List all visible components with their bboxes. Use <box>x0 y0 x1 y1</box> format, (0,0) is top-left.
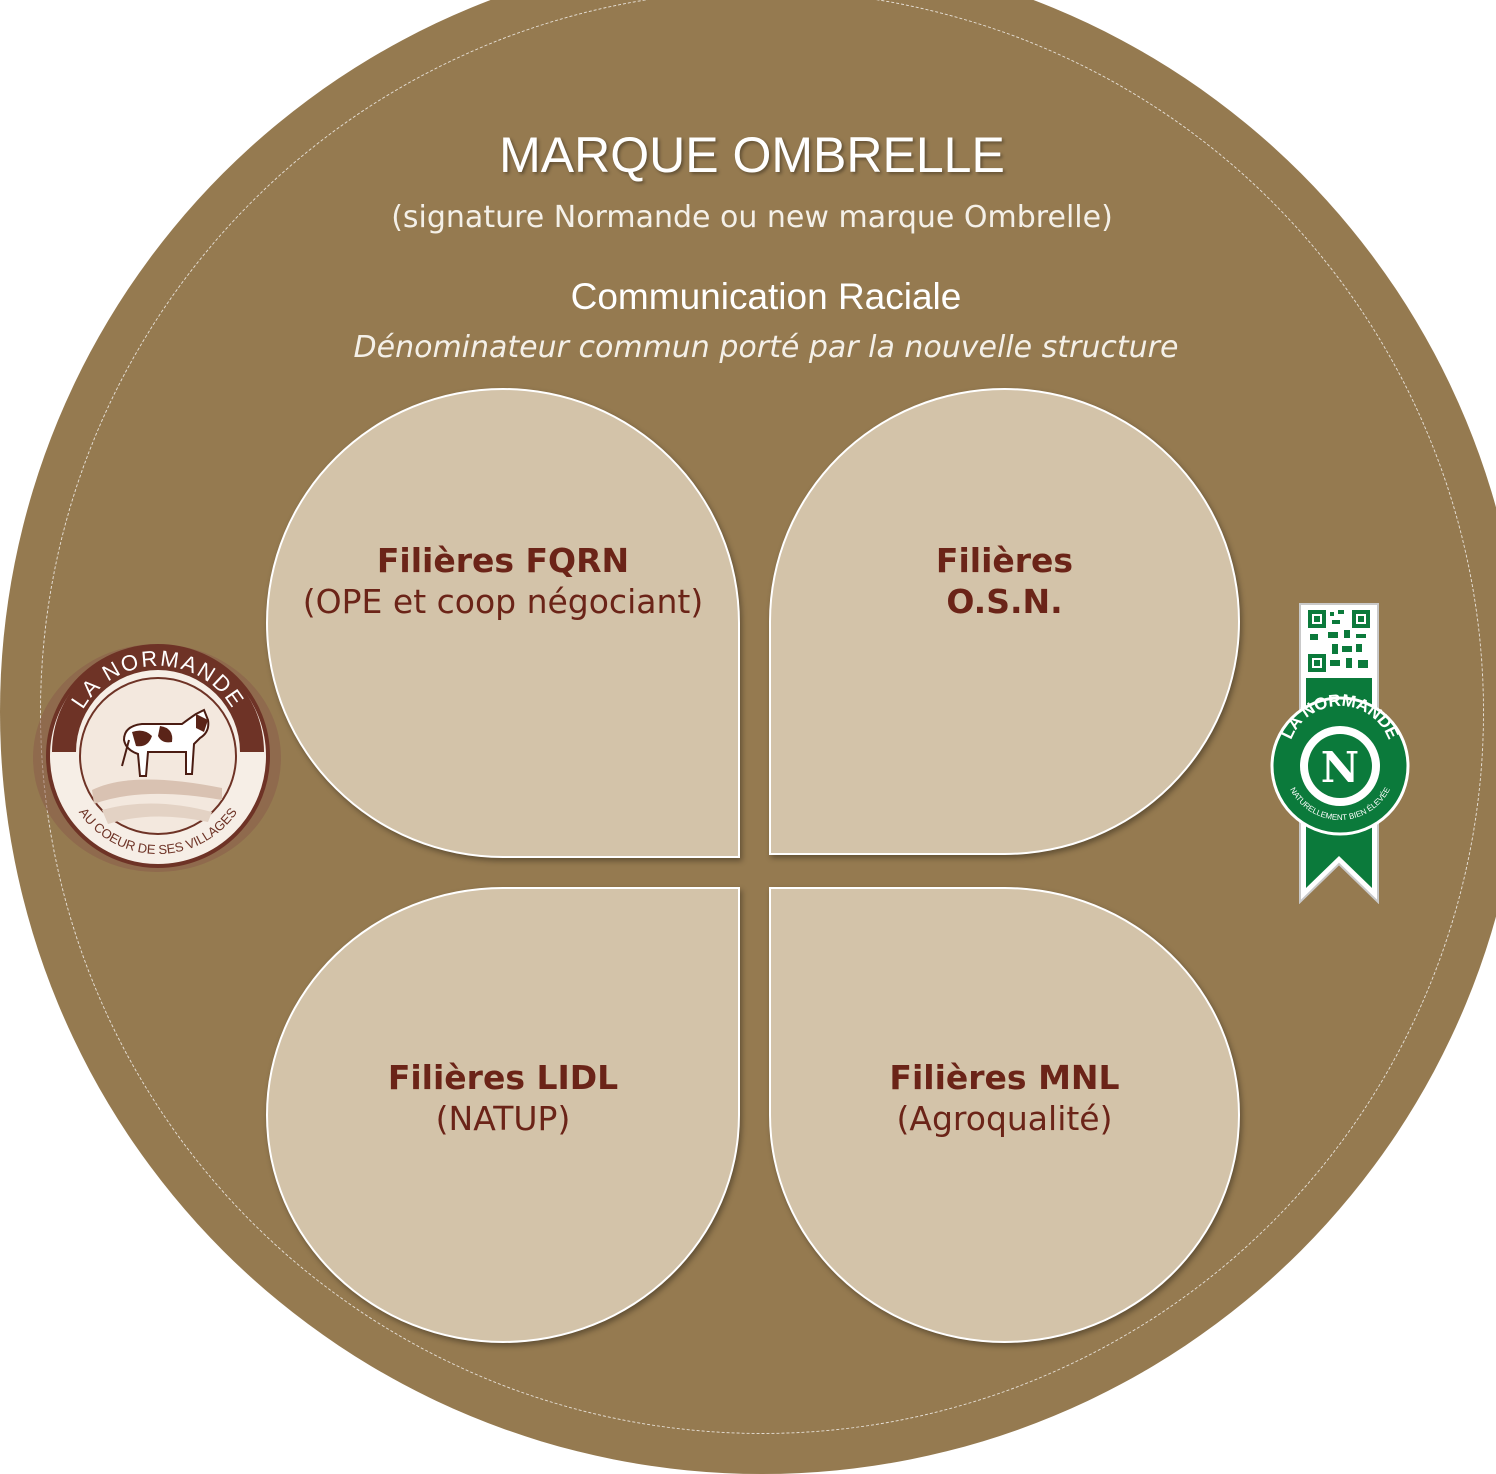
petal-lidl-title: Filières LIDL <box>387 1058 619 1097</box>
page-subtitle: (signature Normande ou new marque Ombrel… <box>391 200 1113 235</box>
petal-fqrn: Filières FQRN (OPE et coop négociant) <box>266 388 740 858</box>
petal-osn-title-line1: Filières <box>935 541 1074 580</box>
right-logo-letter: N <box>1321 743 1359 792</box>
petal-osn-title-line2: O.S.N. <box>946 582 1063 622</box>
section-subtitle: Dénominateur commun porté par la nouvell… <box>353 330 1179 365</box>
la-normande-village-logo: LA NORMANDE AU COEUR DE SES VILLAGES <box>33 644 281 872</box>
la-normande-label-logo: N LA NORMANDE NATURELLEMENT BIEN ÉLEVÉE <box>1270 603 1410 904</box>
section-title: Communication Raciale <box>570 276 962 317</box>
petal-mnl-detail: (Agroqualité) <box>896 1099 1113 1139</box>
petal-mnl-title: Filières MNL <box>889 1058 1120 1097</box>
petal-mnl: Filières MNL (Agroqualité) <box>769 887 1240 1343</box>
petal-osn: Filières O.S.N. <box>769 388 1240 855</box>
petal-fqrn-title: Filières FQRN <box>376 541 630 580</box>
qr-code-icon <box>1306 608 1372 674</box>
cow-icon <box>121 708 210 777</box>
dashed-ring <box>40 0 1484 1434</box>
petal-fqrn-detail: (OPE et coop négociant) <box>302 582 704 622</box>
page-title: MARQUE OMBRELLE <box>499 127 1005 183</box>
petal-lidl: Filières LIDL (NATUP) <box>266 887 740 1343</box>
petal-lidl-detail: (NATUP) <box>435 1099 571 1139</box>
